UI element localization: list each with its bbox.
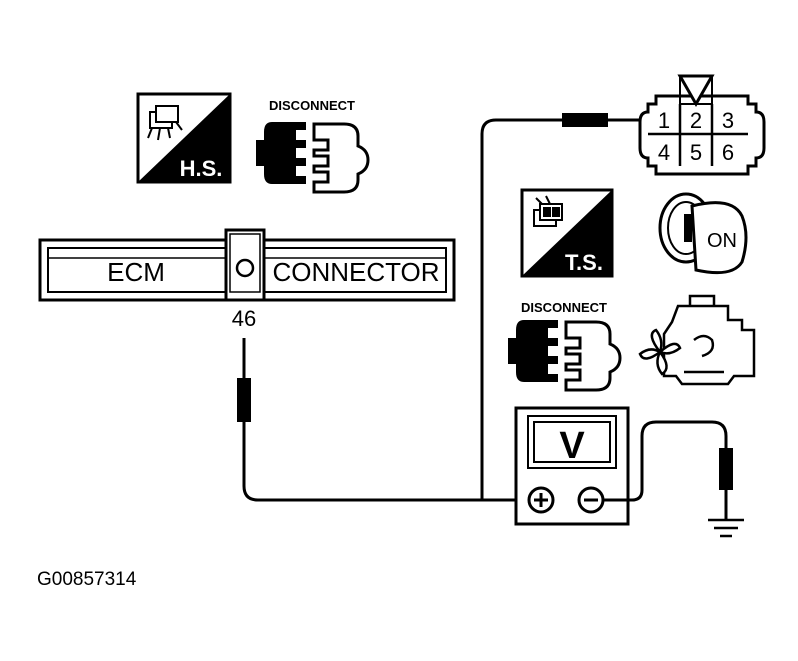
ignition-key-icon: ON — [658, 192, 748, 275]
ecm-connector: ECM CONNECTOR — [38, 228, 456, 302]
fan-icon — [638, 328, 682, 376]
pin-number-label: 46 — [232, 306, 256, 331]
connector-pin-hole — [235, 258, 255, 278]
ground-lead — [603, 420, 744, 538]
ts-label: T.S. — [565, 250, 603, 275]
ecm-label: ECM — [107, 257, 165, 287]
plug-right-icon — [312, 122, 370, 194]
pin-1: 1 — [658, 108, 670, 133]
ignition-on-label: ON — [707, 230, 737, 252]
harness-connector-icon — [147, 105, 183, 141]
voltmeter: V — [514, 406, 630, 526]
hs-label: H.S. — [180, 156, 223, 181]
pin-6: 6 — [722, 140, 734, 165]
figure-id: G00857314 — [37, 569, 137, 590]
pin-5: 5 — [690, 140, 702, 165]
disconnect-label-mid: DISCONNECT — [521, 300, 607, 315]
ground-symbol-icon — [708, 518, 744, 538]
probe-lead-positive — [237, 338, 516, 502]
meter-volt-label: V — [559, 425, 585, 467]
six-pin-connector: 1 2 3 4 5 6 — [638, 74, 766, 176]
disconnect-icon-mid: DISCONNECT — [508, 300, 622, 392]
disconnect-label-top: DISCONNECT — [269, 98, 355, 113]
pin-4: 4 — [658, 140, 670, 165]
plug-right-icon-mid — [564, 320, 622, 392]
pin-2: 2 — [690, 108, 702, 133]
pin-3: 3 — [722, 108, 734, 133]
terminal-side-icon: T.S. — [520, 188, 614, 278]
disconnect-icon-top: DISCONNECT — [256, 98, 370, 194]
plug-left-icon — [264, 122, 306, 184]
negative-terminal-icon — [577, 486, 605, 514]
positive-terminal-icon — [527, 486, 555, 514]
plug-left-icon-mid — [516, 320, 558, 382]
engine-icon — [638, 294, 756, 386]
terminal-connector-icon — [533, 195, 563, 227]
connector-label: CONNECTOR — [272, 257, 439, 287]
harness-side-icon: H.S. — [136, 92, 232, 184]
